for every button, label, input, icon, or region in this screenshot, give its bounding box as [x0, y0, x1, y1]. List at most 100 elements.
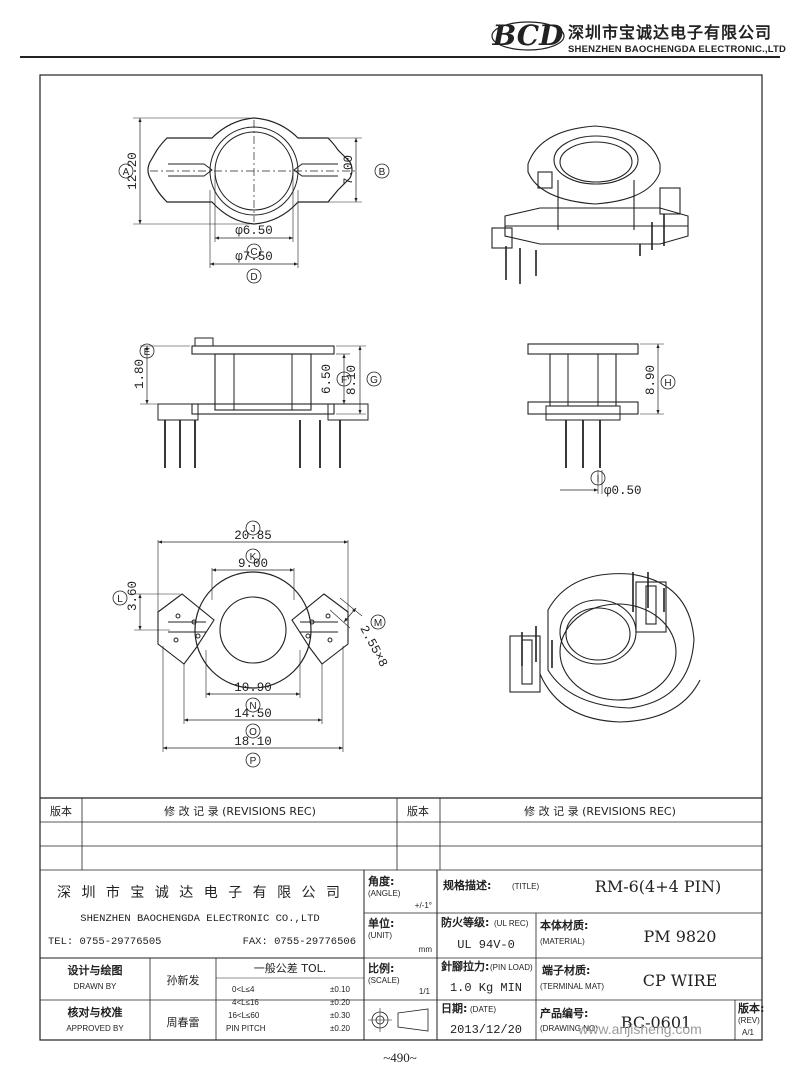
tb-drawn-cn: 设计与绘图	[68, 963, 123, 977]
tb-tol-val-2: ±0.30	[330, 1011, 351, 1020]
tb-unit-cn: 单位:	[368, 916, 394, 930]
tb-approved-name: 周春雷	[167, 1016, 200, 1029]
balloon-l: L	[117, 594, 123, 605]
dim-width-k: 9.00	[238, 557, 268, 571]
tb-pinload-val: 1.0 Kg MIN	[450, 981, 522, 995]
tb-terminal-val: CP WIRE	[643, 971, 718, 990]
front-view: 1.80 E 6.50 F 8.10 G	[133, 337, 382, 468]
tb-date-en: (DATE)	[470, 1005, 496, 1014]
title-block: 深 圳 市 宝 诚 达 电 子 有 限 公 司 SHENZHEN BAOCHEN…	[40, 870, 764, 1040]
tb-tol-val-1: ±0.20	[330, 998, 351, 1007]
balloon-k: K	[250, 552, 257, 563]
balloon-a: A	[123, 167, 130, 178]
tb-company-en: SHENZHEN BAOCHENGDA ELECTRONIC CO.,LTD	[80, 913, 319, 925]
header: BCD 深圳市宝诚达电子有限公司 SHENZHEN BAOCHENGDA ELE…	[20, 19, 786, 58]
dim-outer-diameter: φ7.50	[235, 250, 273, 264]
tb-drawing-cn: 产品编号:	[540, 1006, 588, 1020]
tb-drawing-val: BC-0601	[621, 1013, 691, 1032]
tb-title-en: (TITLE)	[512, 882, 539, 891]
isometric-view-1	[491, 125, 689, 284]
tb-angle-val: +/-1°	[415, 901, 432, 910]
tb-rev-cn: 版本:	[738, 1001, 764, 1015]
balloon-i: I	[597, 474, 600, 485]
dim-total-height: 8.10	[345, 365, 359, 395]
tb-tol-range-0: 0<L≤4	[232, 985, 255, 994]
tb-drawing-en: (DRAWING NO)	[540, 1024, 598, 1033]
balloon-d: D	[250, 272, 257, 283]
dim-width-o: 14.50	[234, 707, 272, 721]
balloon-o: O	[249, 727, 257, 738]
balloon-f: F	[341, 375, 347, 386]
rev-col-ver-right: 版本	[407, 804, 429, 818]
rev-col-rec-left: 修 改 记 录 (REVISIONS REC)	[164, 804, 316, 818]
projection-symbol-icon	[368, 1008, 429, 1032]
tb-date-val: 2013/12/20	[450, 1023, 522, 1037]
tb-title-cn: 规格描述:	[443, 878, 491, 892]
tb-tol-val-3: ±0.20	[330, 1024, 351, 1033]
dim-flange-height: 1.80	[133, 359, 147, 389]
tb-ul-en: (UL REC)	[494, 919, 529, 928]
bottom-view: 20.85 J 9.00 K 3.60 L 2.55×8 M 10.90 N	[112, 520, 390, 768]
dim-inner-diameter: φ6.50	[235, 224, 273, 238]
tb-terminal-en: (TERMINAL MAT)	[540, 982, 604, 991]
tb-fax: FAX: 0755-29776506	[243, 936, 356, 948]
tb-scale-cn: 比例:	[368, 961, 394, 975]
rev-col-ver-left: 版本	[50, 804, 72, 818]
page-number: ~490~	[383, 1050, 417, 1065]
dim-width-n: 10.90	[234, 681, 272, 695]
tb-drawn-en: DRAWN BY	[74, 982, 117, 991]
header-company-cn: 深圳市宝诚达电子有限公司	[568, 23, 772, 42]
tb-rev-val: A/1	[742, 1028, 755, 1037]
balloon-p: P	[250, 756, 257, 767]
tb-terminal-cn: 端子材质:	[542, 963, 590, 977]
dim-pin-diameter: φ0.50	[604, 484, 642, 498]
tb-ul-val: UL 94V-0	[457, 938, 515, 952]
balloon-n: N	[249, 701, 256, 712]
tb-tel: TEL: 0755-29776505	[48, 936, 161, 948]
tb-approved-en: APPROVED BY	[66, 1024, 124, 1033]
side-view: 8.90 H φ0.50 I	[527, 343, 676, 498]
tb-approved-cn: 核对与校准	[68, 1005, 123, 1019]
balloon-h: H	[664, 378, 671, 389]
tb-tol-val-0: ±0.10	[330, 985, 351, 994]
dim-body-height: 6.50	[320, 364, 334, 394]
tb-tol-title: 一般公差 TOL.	[254, 961, 327, 975]
tb-material-cn: 本体材质:	[540, 918, 588, 932]
tb-tol-range-2: 16<L≤60	[228, 1011, 260, 1020]
tb-drawn-name: 孙新发	[167, 973, 200, 987]
balloon-e: E	[144, 347, 151, 358]
tb-material-en: (MATERIAL)	[540, 937, 585, 946]
tb-pinload-cn: 針腳拉力:	[441, 959, 489, 973]
sheet-border	[39, 74, 763, 1041]
tb-angle-cn: 角度:	[368, 874, 394, 888]
tb-tol-range-1: 4<L≤16	[232, 998, 259, 1007]
watermark: www.anjisheng.com	[577, 1021, 702, 1037]
rev-col-rec-right: 修 改 记 录 (REVISIONS REC)	[524, 804, 676, 818]
dim-width-j: 20.85	[234, 529, 272, 543]
dim-pin-pitch: 2.55×8	[356, 623, 389, 669]
balloon-b: B	[379, 167, 386, 178]
header-company-en: SHENZHEN BAOCHENGDA ELECTRONIC.,LTD	[568, 44, 786, 55]
balloon-j: J	[251, 524, 256, 535]
balloon-c: C	[250, 247, 257, 258]
dim-side-height: 8.90	[644, 365, 658, 395]
balloon-g: G	[370, 375, 378, 386]
company-logo: BCD	[491, 19, 565, 52]
top-view: 12.20 A 7.00 B φ6.50 C φ7.50 D	[118, 117, 390, 284]
balloon-m: M	[374, 618, 382, 629]
tb-company-cn: 深 圳 市 宝 诚 达 电 子 有 限 公 司	[57, 884, 343, 901]
dim-height-l: 3.60	[126, 581, 140, 611]
tb-tol-range-3: PIN PITCH	[226, 1024, 266, 1033]
dim-height-b: 7.00	[342, 155, 356, 185]
tb-rev-en: (REV)	[738, 1016, 760, 1025]
tb-ul-cn: 防火等级:	[441, 915, 489, 929]
tb-angle-en: (ANGLE)	[368, 889, 401, 898]
tb-material-val: PM 9820	[644, 927, 717, 946]
revision-table: 版本 修 改 记 录 (REVISIONS REC) 版本 修 改 记 录 (R…	[40, 797, 762, 871]
tb-title-val: RM-6(4+4 PIN)	[595, 877, 721, 896]
tb-scale-val: 1/1	[419, 987, 431, 996]
dim-width-p: 18.10	[234, 735, 272, 749]
tb-unit-en: (UNIT)	[368, 931, 392, 940]
logo-text: BCD	[492, 19, 564, 52]
